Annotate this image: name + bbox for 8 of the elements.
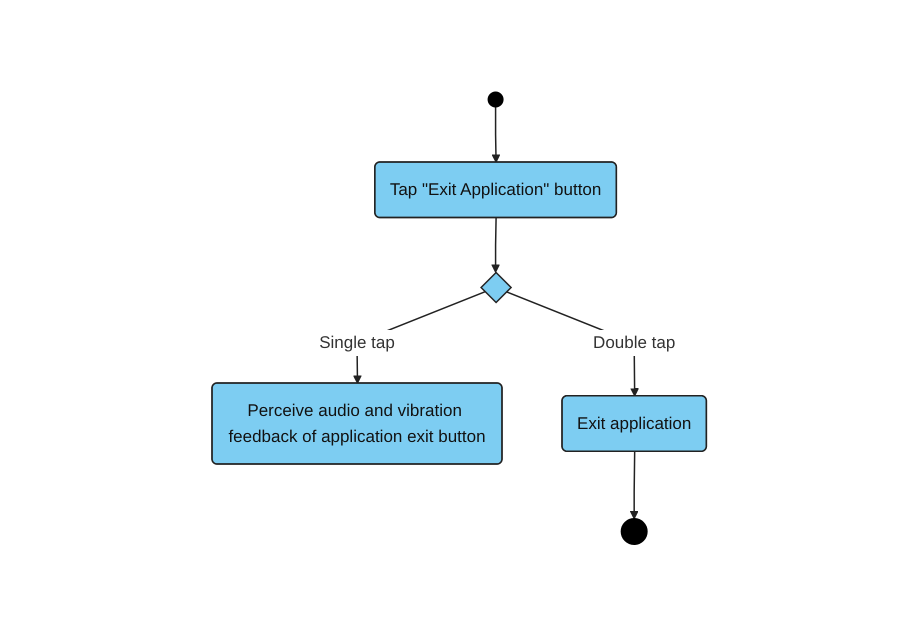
edge-label: Double tap	[593, 333, 676, 352]
node-circle	[621, 518, 648, 545]
arrow	[630, 452, 639, 520]
arrow	[492, 218, 500, 273]
node-diamond	[480, 271, 512, 304]
edge-label: Single tap	[320, 333, 396, 352]
arrow	[492, 107, 501, 163]
node-circle	[488, 92, 504, 108]
